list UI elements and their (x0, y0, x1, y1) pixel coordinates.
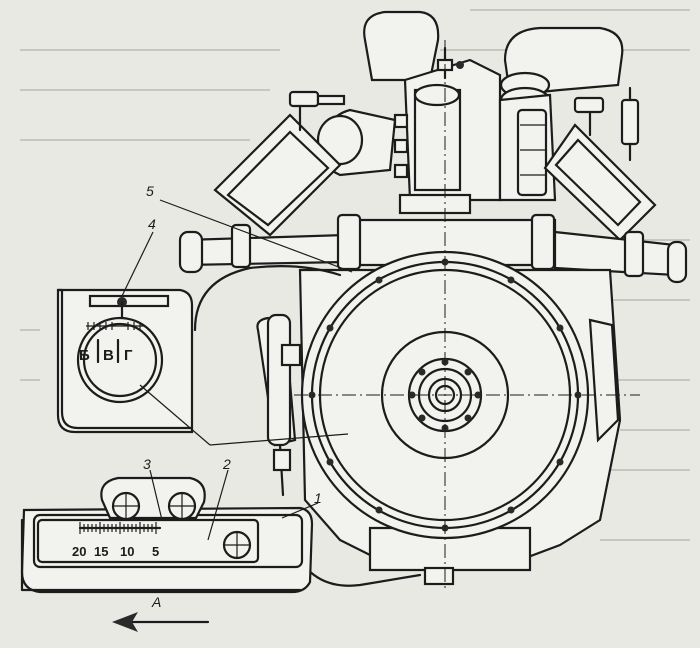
right-cylinder-head (543, 86, 657, 242)
turbocharger-assembly (316, 10, 624, 215)
mark-v: В (103, 347, 114, 364)
window-ticks (86, 322, 144, 330)
bracket-bolt-left-icon (111, 491, 141, 521)
plate-bolt-icon (222, 530, 252, 560)
scale-number-20: 20 (72, 544, 86, 559)
degree-scale (78, 522, 162, 534)
callout-3: 3 (143, 456, 151, 472)
scale-number-15: 15 (94, 544, 108, 559)
indicator-window-panel: Б В Г (56, 288, 194, 434)
callout-4: 4 (148, 216, 156, 232)
callout-5: 5 (146, 183, 154, 199)
mark-b: Б (79, 347, 90, 364)
direction-label: A (151, 594, 161, 610)
sensor-cable (193, 265, 342, 332)
scale-number-10: 10 (120, 544, 134, 559)
left-pipe-assembly (256, 313, 302, 497)
hub-bolts (408, 358, 482, 432)
mark-g: Г (124, 347, 133, 364)
inspection-window (76, 316, 164, 404)
arrow-left-icon (112, 612, 138, 632)
direction-arrow: A (112, 594, 210, 632)
center-axes (270, 40, 640, 590)
intake-manifold (178, 213, 688, 284)
left-cylinder-head (213, 90, 346, 237)
leader-lines (121, 199, 353, 541)
scale-number-5: 5 (152, 544, 159, 559)
callout-1: 1 (314, 490, 322, 506)
callout-2: 2 (222, 456, 231, 472)
scale-plate: 20 15 10 5 (20, 476, 314, 594)
bracket-bolt-right-icon (167, 491, 197, 521)
